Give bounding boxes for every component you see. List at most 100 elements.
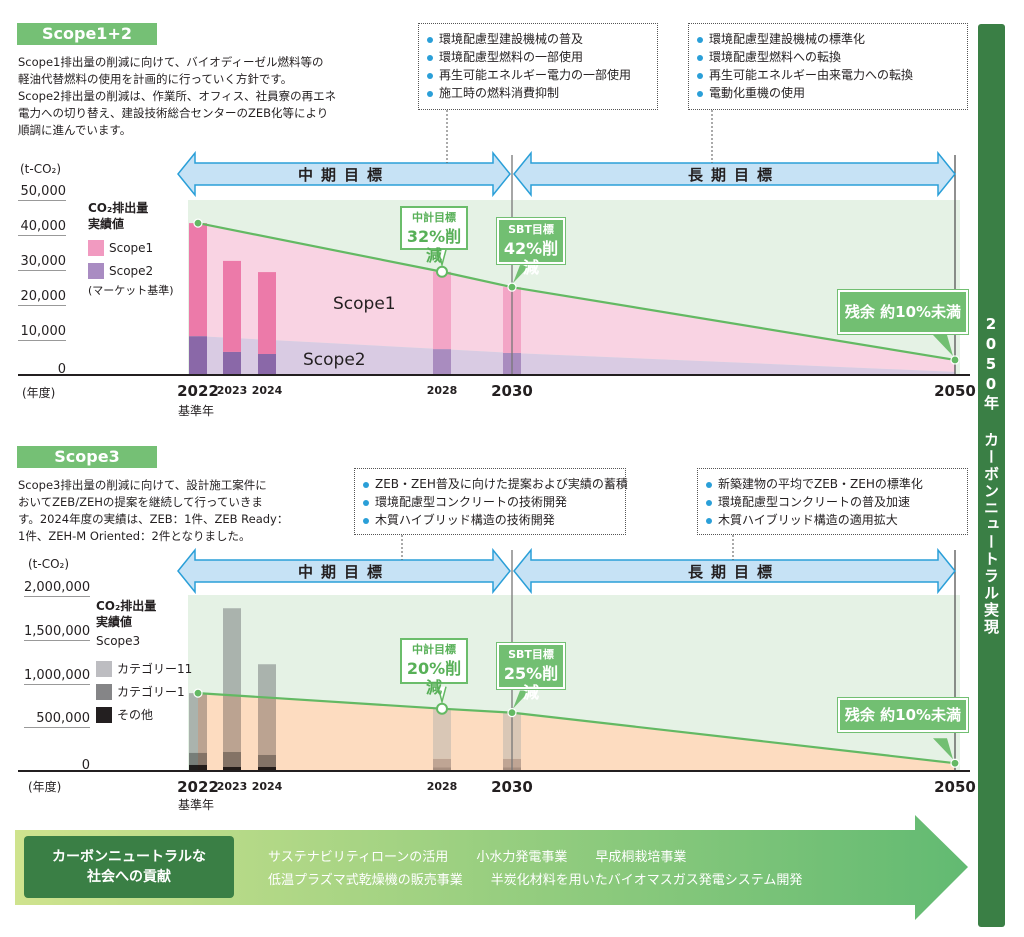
measure-item: 環境配慮型コンクリートの普及加速 — [706, 493, 959, 511]
target-bar-2028-segment — [433, 767, 451, 771]
x-tick-label: 2024 — [251, 384, 283, 397]
measure-item: 環境配慮型コンクリートの技術開発 — [363, 493, 617, 511]
legend-item-category11: カテゴリー11 — [96, 660, 192, 677]
x-tick-label: 2024 — [251, 780, 283, 793]
residual-callout: 残余 約10%未満 — [837, 697, 969, 733]
callout-pointer — [437, 249, 447, 268]
contribution-item: 半炭化材料を用いたバイオマスガス発電システム開発 — [490, 873, 803, 888]
legend-title: CO₂排出量 実績値 — [96, 598, 156, 630]
legend-label: Scope2 — [109, 264, 154, 278]
target-point-2050 — [950, 758, 960, 768]
x-tick-label: 2028 — [426, 780, 458, 793]
text-line: す。2024年度の実績は、ZEB：1件、ZEB Ready： — [18, 512, 289, 526]
long-term-measures-box: 環境配慮型建設機械の標準化環境配慮型燃料への転換再生可能エネルギー由来電力への転… — [688, 23, 968, 110]
callout-value: 32%削減 — [406, 227, 462, 265]
actual-bar-2022-segment — [189, 764, 207, 771]
base-year-note: 基準年 — [178, 404, 215, 418]
text-line: Scope1排出量の削減に向けて、バイオディーゼル燃料等の — [18, 55, 324, 69]
scope2-area-label: Scope2 — [303, 350, 366, 370]
actual-bar-2022-segment — [189, 336, 207, 375]
x-tick-label: 2030 — [491, 382, 533, 400]
base-year-note: 基準年 — [178, 798, 215, 812]
y-tick-label: 30,000 — [18, 254, 66, 271]
callout-value: 42%削減 — [503, 239, 559, 277]
scope12-description: Scope1排出量の削減に向けて、バイオディーゼル燃料等の 軽油代替燃料の使用を… — [18, 54, 336, 139]
text-line: 電力への切り替え、建設技術総合センターのZEB化等により — [18, 106, 329, 120]
actual-bar-2022-segment — [189, 223, 207, 337]
legend-item-scope2: Scope2 — [88, 263, 153, 279]
x-tick-label: 2030 — [491, 778, 533, 796]
measure-item: ZEB・ZEH普及に向けた提案および実績の蓄積 — [363, 475, 628, 493]
x-tick-label: 2050 — [934, 778, 976, 796]
actual-bar-2023-segment — [223, 351, 241, 375]
target-point-2030 — [507, 282, 517, 292]
target-trajectory-line — [197, 692, 956, 765]
scope2-trajectory-area — [198, 336, 955, 375]
long-term-arrow — [513, 547, 956, 595]
legend-item-other: その他 — [96, 706, 153, 723]
contribution-row: サステナビリティローンの活用小水力発電事業早成桐栽培事業 — [268, 847, 686, 869]
actual-bar-2023-segment — [223, 752, 241, 767]
measure-item: 環境配慮型燃料の一部使用 — [427, 48, 649, 66]
measure-item: 環境配慮型燃料への転換 — [697, 48, 959, 66]
text-line: 実績値 — [88, 217, 125, 231]
legend-swatch — [96, 683, 112, 700]
y-tick-label: 2,000,000 — [24, 580, 91, 597]
contribution-item: 低温プラズマ式乾燥機の販売事業 — [268, 873, 463, 888]
legend-item-category1: カテゴリー1 — [96, 683, 185, 700]
carbon-neutral-2050-banner: 2050年 カーボンニュートラル実現 — [978, 24, 1005, 927]
y-tick-label: 0 — [57, 362, 66, 377]
legend-label: カテゴリー1 — [117, 685, 185, 699]
y-tick-label: 1,000,000 — [24, 667, 91, 685]
legend-label: その他 — [117, 708, 154, 722]
measure-item: 木質ハイブリッド構造の技術開発 — [363, 511, 617, 529]
text-line: 1件、ZEH-M Oriented：2件となりました。 — [18, 529, 251, 543]
target-point-2022 — [193, 688, 203, 698]
x-tick-label: 2050 — [934, 382, 976, 400]
contribution-row: 低温プラズマ式乾燥機の販売事業 半炭化材料を用いたバイオマスガス発電システム開発 — [268, 870, 802, 892]
x-tick-label: 2022 — [177, 778, 219, 796]
legend-title: CO₂排出量 実績値 — [88, 200, 148, 232]
scope1-trajectory-area — [198, 223, 955, 372]
long-term-measures-box: 新築建物の平均でZEB・ZEHの標準化環境配慮型コンクリートの普及加速木質ハイブ… — [697, 468, 968, 535]
text-line: 順調に進んでいます。 — [18, 123, 132, 137]
legend-swatch — [88, 263, 104, 279]
callout-pointer — [933, 738, 953, 760]
target-bar-2028-segment — [433, 708, 451, 759]
contribution-item: 小水力発電事業 — [476, 850, 568, 865]
text-line: おいてZEB/ZEHの提案を継続して行っていきま — [18, 495, 263, 509]
residual-callout: 残余 約10%未満 — [837, 289, 969, 335]
target-point-2028 — [436, 265, 448, 278]
y-tick-label: 0 — [81, 758, 90, 773]
callout-pointer — [437, 686, 447, 705]
target-bar-2028-segment — [433, 349, 451, 375]
contribution-title: カーボンニュートラルな 社会への貢献 — [24, 836, 234, 898]
y-tick-label: 500,000 — [24, 711, 90, 729]
scope12-tag: Scope1+2 — [17, 23, 157, 45]
callout-value: 20%削減 — [406, 659, 462, 697]
mid-term-arrow — [177, 547, 511, 595]
target-trajectory-line — [197, 222, 956, 362]
y-axis-unit: (t-CO₂) — [28, 557, 70, 571]
actual-bar-2024-segment — [258, 766, 276, 771]
text-line: カーボンニュートラルな — [52, 849, 206, 865]
text-line: 実績値 — [96, 615, 133, 629]
actual-bar-2024-segment — [258, 354, 276, 375]
y-tick-label: 40,000 — [18, 219, 66, 236]
measure-item: 木質ハイブリッド構造の適用拡大 — [706, 511, 959, 529]
long-term-arrow — [513, 150, 956, 198]
actual-bar-2022-segment — [189, 752, 207, 765]
scope3-trajectory-area — [198, 693, 955, 771]
legend-label: Scope1 — [109, 241, 154, 255]
long-term-label: 長期目標 — [687, 563, 781, 581]
scope1-area-label: Scope1 — [333, 294, 396, 314]
mid-term-measures-box: 環境配慮型建設機械の普及環境配慮型燃料の一部使用再生可能エネルギー電力の一部使用… — [418, 23, 658, 110]
legend-subtitle: Scope3 — [96, 634, 141, 648]
legend-swatch — [96, 706, 112, 723]
target-point-2030 — [507, 708, 517, 718]
callout-title: SBT目標 — [508, 648, 554, 661]
measure-item: 新築建物の平均でZEB・ZEHの標準化 — [706, 475, 959, 493]
